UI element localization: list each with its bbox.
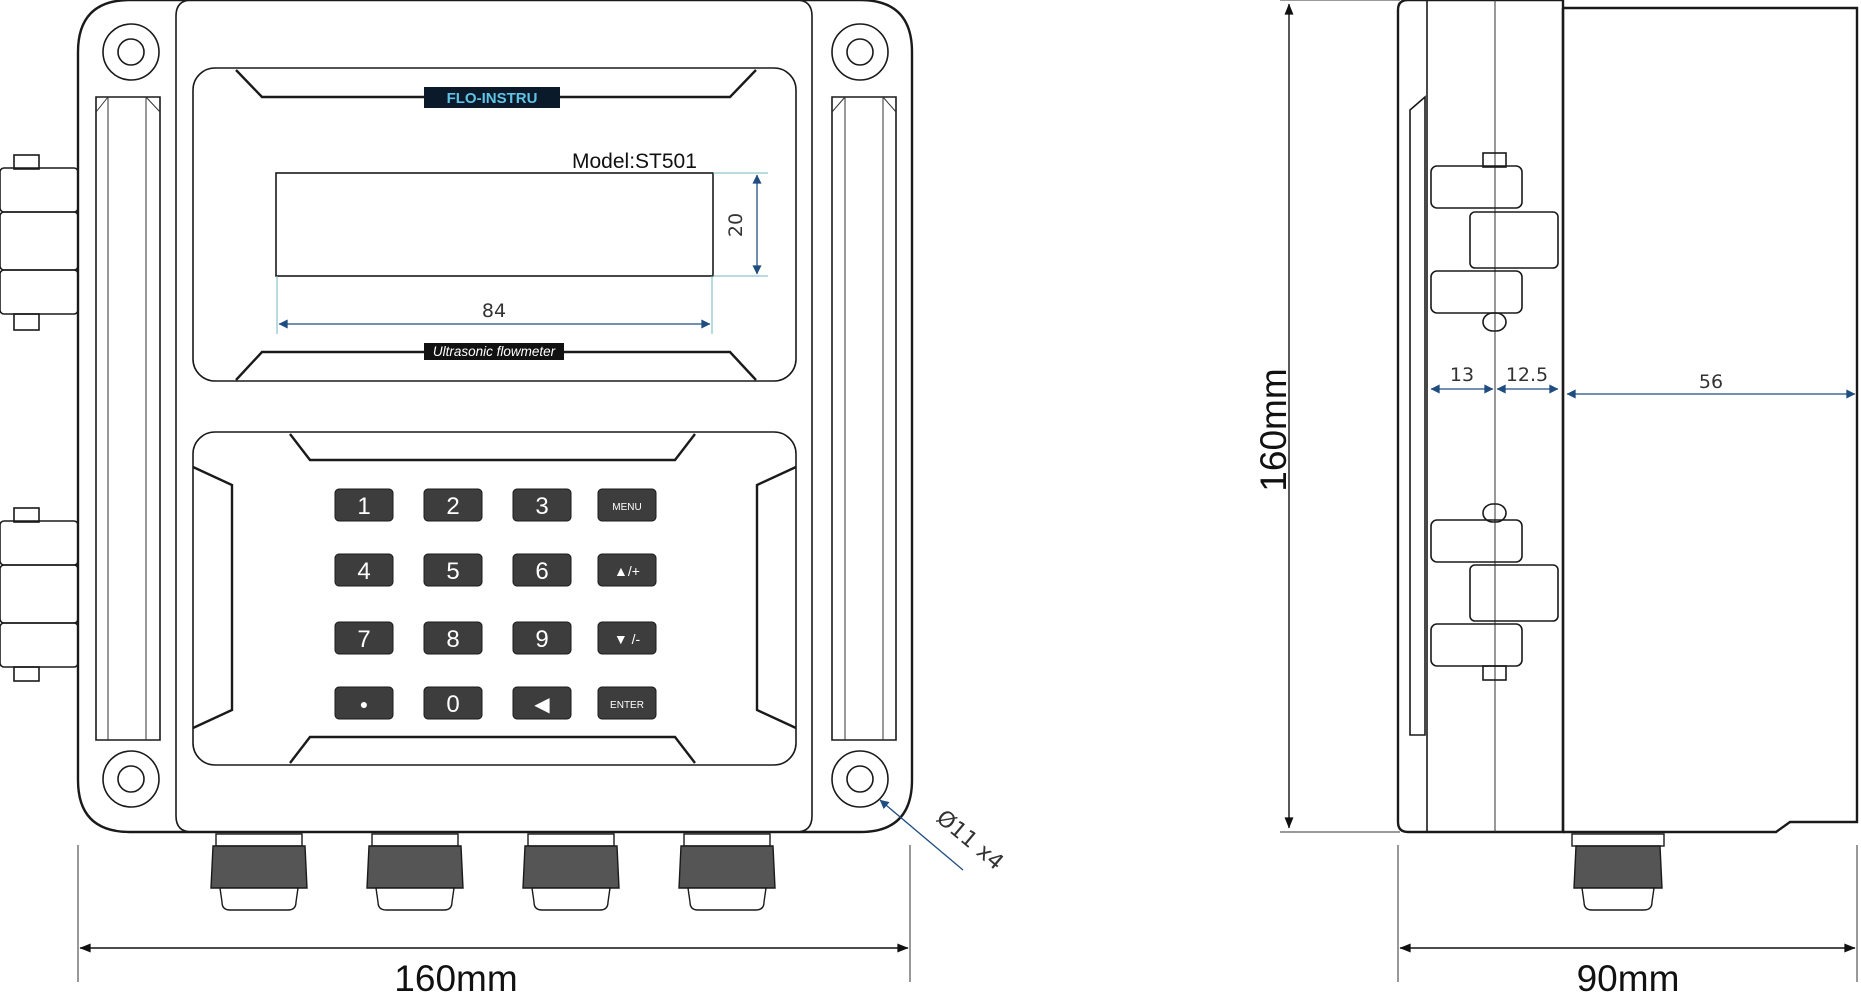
cable-gland-1 xyxy=(210,833,308,911)
svg-text:3: 3 xyxy=(535,493,548,520)
keypad: 1 2 3 MENU 4 5 6 ▲/+ 7 8 9 ▼ /- ● 0 ◀ EN… xyxy=(334,488,657,720)
svg-text:◀: ◀ xyxy=(534,694,550,716)
dim-b: 12.5 xyxy=(1506,364,1548,386)
key-down-minus[interactable]: ▼ /- xyxy=(597,621,657,655)
display-panel: FLO-INSTRU Model:ST501 Ultrasonic flowme… xyxy=(192,67,797,382)
side-rails xyxy=(95,96,897,741)
key-8[interactable]: 8 xyxy=(423,621,483,655)
panel-label-plate xyxy=(424,343,564,360)
mounting-hole-bl xyxy=(102,750,160,808)
dim-c: 56 xyxy=(1699,371,1723,393)
front-cover-outline xyxy=(175,0,813,833)
svg-text:4: 4 xyxy=(357,558,370,585)
svg-text:6: 6 xyxy=(535,558,548,585)
svg-text:▼ /-: ▼ /- xyxy=(614,631,641,647)
svg-text:1: 1 xyxy=(357,493,370,520)
svg-text:2: 2 xyxy=(446,493,459,520)
key-enter[interactable]: ENTER xyxy=(597,686,657,720)
svg-text:8: 8 xyxy=(446,626,459,653)
key-1[interactable]: 1 xyxy=(334,488,394,522)
display-width-dim: 84 xyxy=(482,300,506,322)
overall-depth: 90mm xyxy=(1577,958,1680,999)
overall-depth-dimension: 90mm xyxy=(1397,845,1858,999)
key-5[interactable]: 5 xyxy=(423,553,483,587)
overall-height-dimension: 160mm xyxy=(1253,0,1400,833)
keypad-panel xyxy=(192,431,797,766)
hole-callout: Ø11 x4 xyxy=(879,799,1008,876)
svg-text:▲/+: ▲/+ xyxy=(614,563,640,579)
key-up-plus[interactable]: ▲/+ xyxy=(597,553,657,587)
brand-logo-text: FLO-INSTRU xyxy=(447,90,538,107)
brand-logo xyxy=(424,87,560,108)
cable-glands xyxy=(210,833,776,911)
key-6[interactable]: 6 xyxy=(512,553,572,587)
key-7[interactable]: 7 xyxy=(334,621,394,655)
mounting-hole-br xyxy=(831,750,889,808)
svg-text:●: ● xyxy=(360,696,368,712)
side-cover-slot xyxy=(1409,95,1426,736)
enclosure-outline xyxy=(76,0,914,834)
mounting-hole-tl xyxy=(102,23,160,81)
svg-text:ENTER: ENTER xyxy=(610,700,644,711)
panel-label: Ultrasonic flowmeter xyxy=(433,344,556,359)
overall-width: 160mm xyxy=(394,958,517,999)
side-base-outline xyxy=(1396,0,1565,834)
side-hinges xyxy=(1430,152,1559,681)
svg-text:5: 5 xyxy=(446,558,459,585)
key-menu[interactable]: MENU xyxy=(597,488,657,522)
front-view: FLO-INSTRU Model:ST501 Ultrasonic flowme… xyxy=(0,0,1008,999)
lcd-window xyxy=(275,172,714,277)
lcd-dimensions: 20 84 xyxy=(276,172,768,334)
key-4[interactable]: 4 xyxy=(334,553,394,587)
svg-text:7: 7 xyxy=(357,626,370,653)
model-label: Model:ST501 xyxy=(572,150,697,173)
overall-height: 160mm xyxy=(1253,368,1294,491)
cable-gland-2 xyxy=(366,833,464,911)
svg-text:9: 9 xyxy=(535,626,548,653)
side-view: 160mm 13 xyxy=(1253,0,1859,999)
hole-dim: Ø11 x4 xyxy=(931,805,1008,875)
key-3[interactable]: 3 xyxy=(512,488,572,522)
key-2[interactable]: 2 xyxy=(423,488,483,522)
key-back[interactable]: ◀ xyxy=(512,686,572,720)
depth-breakdown-dimensions: 13 12.5 56 xyxy=(1430,364,1856,399)
svg-text:MENU: MENU xyxy=(612,502,641,513)
overall-width-dimension: 160mm xyxy=(77,845,911,999)
mounting-hole-tr xyxy=(831,23,889,81)
key-dot[interactable]: ● xyxy=(334,686,394,720)
svg-text:0: 0 xyxy=(446,691,459,718)
key-9[interactable]: 9 xyxy=(512,621,572,655)
key-0[interactable]: 0 xyxy=(423,686,483,720)
side-lid-outline xyxy=(1561,6,1859,834)
dim-a: 13 xyxy=(1450,364,1474,386)
cable-gland-4 xyxy=(678,833,776,911)
cable-gland-3 xyxy=(522,833,620,911)
left-hinges xyxy=(0,154,79,682)
side-cable-gland xyxy=(1571,833,1665,911)
display-height-dim: 20 xyxy=(725,213,747,237)
